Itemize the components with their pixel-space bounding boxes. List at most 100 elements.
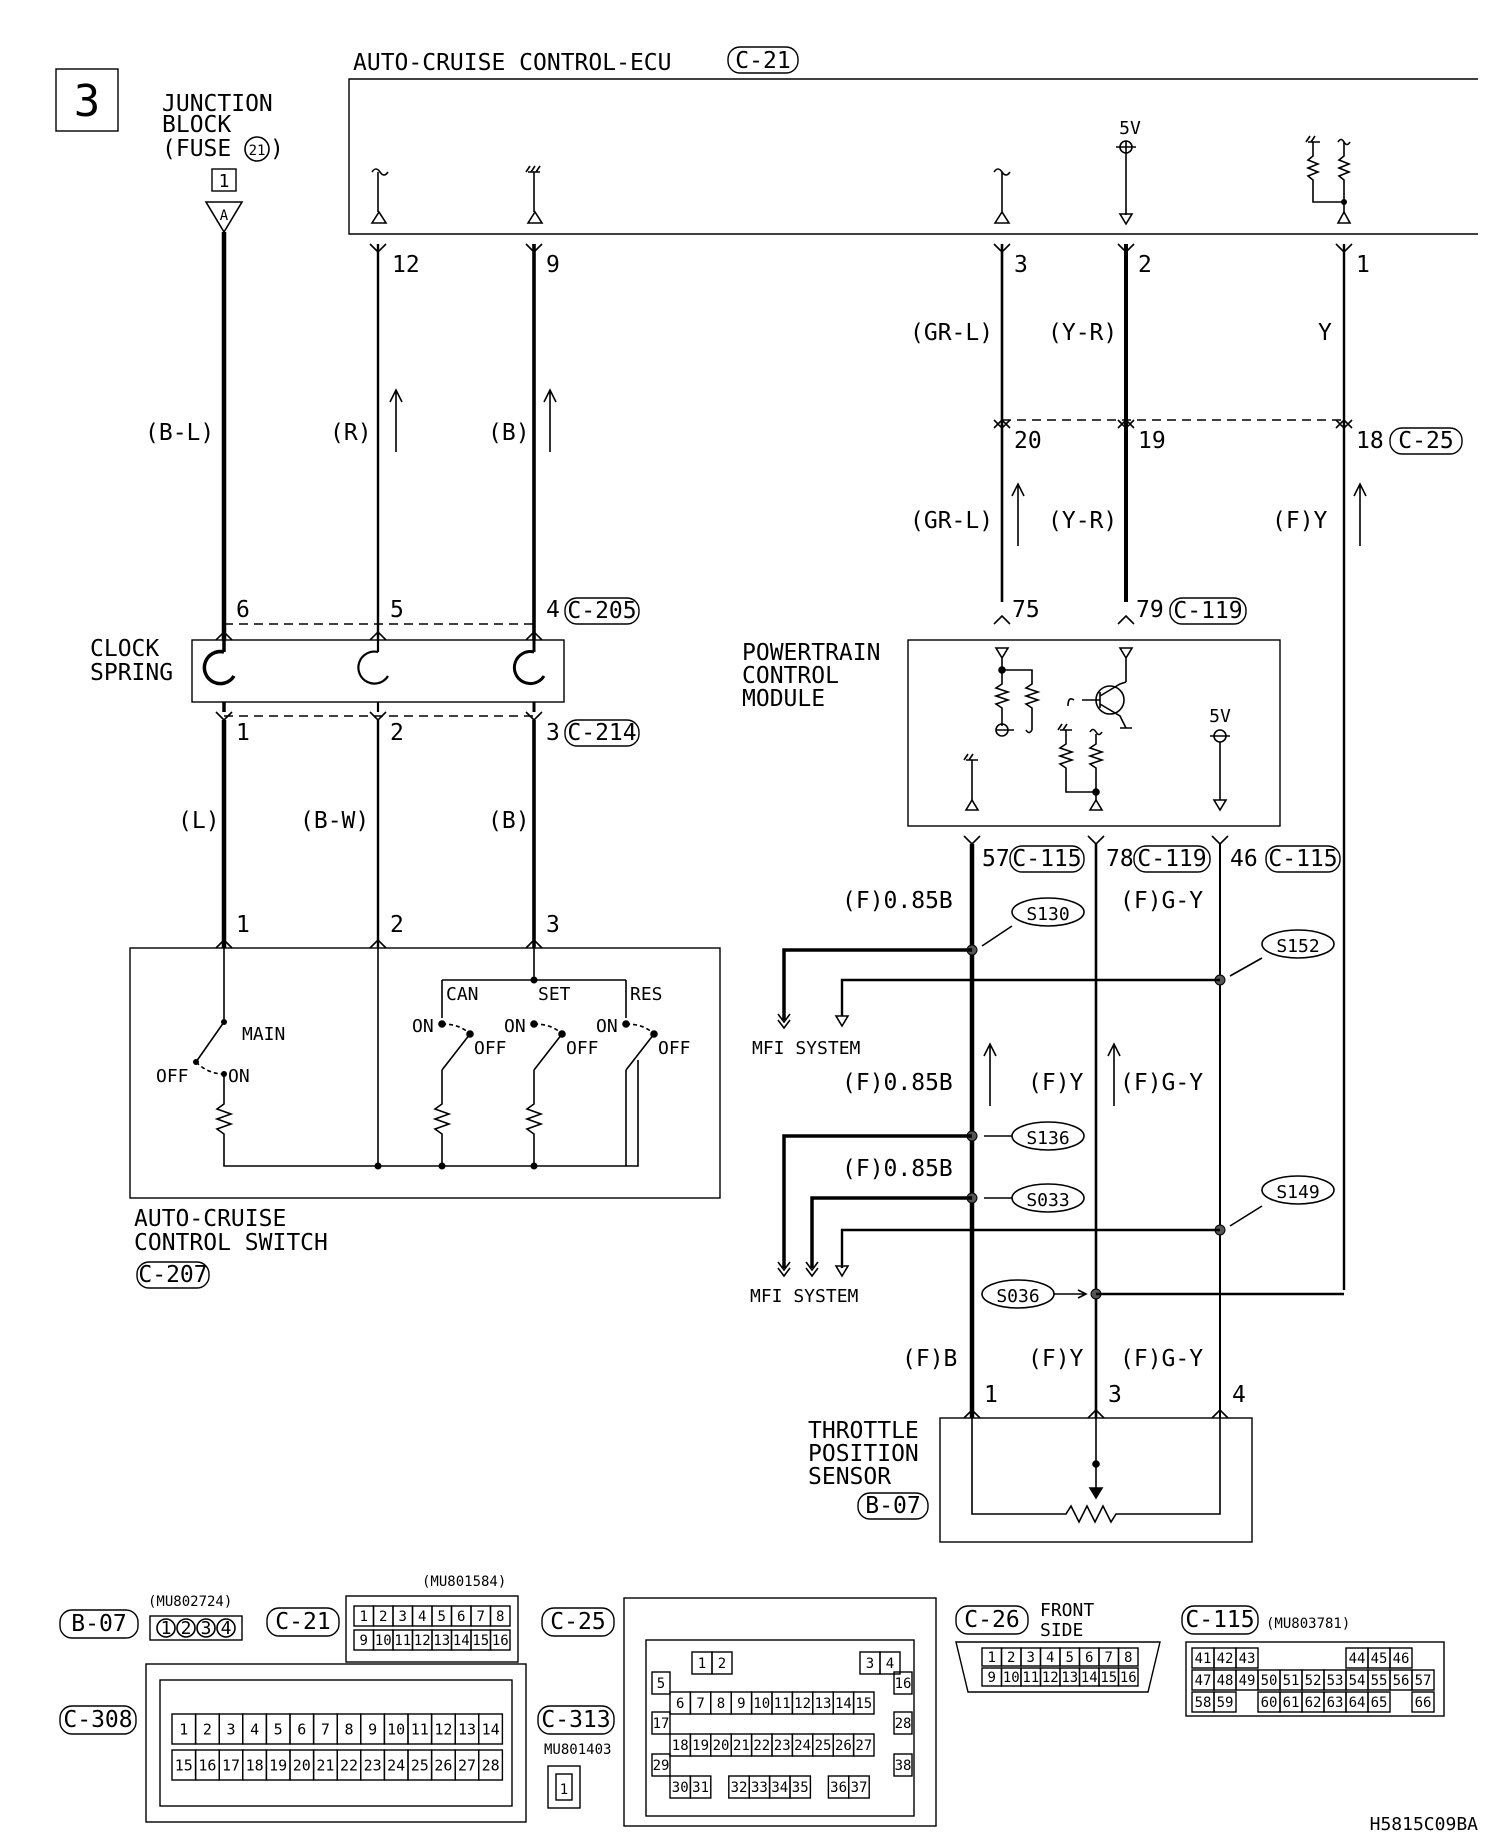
- c21-pin: 5: [438, 1609, 446, 1625]
- c25-pin: 15: [855, 1696, 872, 1712]
- wire-bw: (B-W): [300, 808, 369, 834]
- splice-s033: S033: [1026, 1190, 1069, 1211]
- c25-pin: 4: [886, 1656, 894, 1672]
- c25-cell: [711, 1651, 733, 1675]
- switch-can: CAN: [446, 984, 479, 1005]
- wire-fb: (F)B: [902, 1346, 957, 1372]
- c115-pin: 64: [1349, 1695, 1366, 1711]
- page-number: 3: [74, 76, 101, 127]
- wire-fgy3: (F)G-Y: [1120, 1346, 1203, 1372]
- b07-pin-4: 4: [221, 1618, 232, 1639]
- splice-s152: S152: [1276, 936, 1319, 957]
- c308-pin: 6: [297, 1720, 306, 1738]
- c26-pin: 2: [1007, 1650, 1015, 1666]
- c26-pin: 7: [1105, 1650, 1113, 1666]
- switch-can-on: ON: [412, 1016, 434, 1037]
- c26-pin: 13: [1061, 1670, 1078, 1686]
- c308-pin: 3: [226, 1720, 235, 1738]
- pcm-pin-78-conn: C-119: [1137, 846, 1206, 872]
- switch-res: RES: [630, 984, 663, 1005]
- c214-pin-1: 1: [236, 720, 250, 746]
- c308-pin: 8: [344, 1720, 353, 1738]
- c205-pin-4: 4: [546, 597, 560, 623]
- pcm-pin-57: 57: [982, 846, 1010, 872]
- mfi-system-1: MFI SYSTEM: [752, 1038, 861, 1059]
- wire-fgy1: (F)G-Y: [1120, 888, 1203, 914]
- c25-pin-20: 20: [1014, 428, 1042, 454]
- c308-pin: 4: [250, 1720, 259, 1738]
- c25-pin: 10: [753, 1696, 770, 1712]
- c26-pin: 5: [1066, 1650, 1074, 1666]
- c25-pin-19: 19: [1138, 428, 1166, 454]
- c308-pin: 17: [222, 1756, 240, 1774]
- c26-pin: 6: [1085, 1650, 1093, 1666]
- wire-f085b1: (F)0.85B: [842, 888, 953, 914]
- junction-pin-box: [211, 168, 237, 192]
- switch-res-off: OFF: [658, 1038, 691, 1059]
- c119-pin-79: 79: [1136, 597, 1164, 623]
- c115-face-id: C-115: [1185, 1607, 1254, 1633]
- ecu-pin-9: 9: [546, 252, 560, 278]
- c25-pin: 6: [676, 1696, 684, 1712]
- c25-pin: 28: [895, 1716, 912, 1732]
- c308-pin: 9: [368, 1720, 377, 1738]
- c115-pin: 56: [1393, 1673, 1410, 1689]
- c115-pin: 43: [1239, 1651, 1256, 1667]
- c25-pin: 14: [835, 1696, 852, 1712]
- c115-pin: 50: [1261, 1673, 1278, 1689]
- wire-r: (R): [330, 420, 372, 446]
- c21-id: C-21: [275, 1609, 330, 1635]
- c115-pin: 42: [1217, 1651, 1234, 1667]
- wire-b2: (B): [488, 808, 530, 834]
- c115-cell: [1235, 1647, 1259, 1669]
- c308-pin: 12: [434, 1720, 452, 1738]
- ecu-conn-badge: [727, 46, 799, 74]
- c119-conn: C-119: [1173, 598, 1242, 624]
- wire-y: Y: [1318, 320, 1332, 346]
- c308-pin: 23: [364, 1756, 382, 1774]
- c25-pin: 25: [815, 1738, 832, 1754]
- c25-pin: 31: [692, 1780, 709, 1796]
- switch-set: SET: [538, 984, 571, 1005]
- pcm-line3: MODULE: [742, 686, 825, 712]
- wire-f085b3: (F)0.85B: [842, 1156, 953, 1182]
- c308-pin: 13: [458, 1720, 476, 1738]
- clock-spring-line1: CLOCK: [90, 636, 159, 662]
- c115-pin: 47: [1195, 1673, 1212, 1689]
- tps-conn: B-07: [865, 1493, 920, 1519]
- c115-cell: [1367, 1691, 1391, 1713]
- sw-pin-3: 3: [546, 912, 560, 938]
- c26-side: SIDE: [1040, 1620, 1083, 1641]
- sw-pin-1: 1: [236, 912, 250, 938]
- c25-cell: [651, 1753, 671, 1777]
- c308-pin: 27: [458, 1756, 476, 1774]
- mfi-system-2: MFI SYSTEM: [750, 1286, 859, 1307]
- c26-id: C-26: [964, 1607, 1019, 1633]
- c115-pin: 65: [1371, 1695, 1388, 1711]
- wire-fgy2: (F)G-Y: [1120, 1070, 1203, 1096]
- clock-spring-line2: SPRING: [90, 660, 173, 686]
- connector-b07: B-07 (MU802724) 1 2 3 4: [59, 1594, 243, 1641]
- c25-cell: [848, 1775, 870, 1799]
- c308-pin: 7: [321, 1720, 330, 1738]
- auto-cruise-switch: AUTO-CRUISE CONTROL SWITCH C-207 MAIN OF…: [129, 947, 721, 1289]
- wire-grl1: (GR-L): [910, 320, 993, 346]
- c308-pin: 5: [274, 1720, 283, 1738]
- wire-fy3: (F)Y: [1028, 1346, 1084, 1372]
- c25-cell: [651, 1711, 671, 1735]
- c21-pin: 3: [399, 1609, 407, 1625]
- c25-cell: [689, 1775, 712, 1799]
- c25-pin: 12: [794, 1696, 811, 1712]
- c25-cell: [852, 1691, 875, 1715]
- c25-cell: [893, 1671, 913, 1695]
- c25-cell: [879, 1651, 901, 1675]
- c25-pin: 2: [718, 1656, 726, 1672]
- switch-line1: AUTO-CRUISE: [134, 1206, 286, 1232]
- connector-c313: C-313 MU801403 1: [537, 1705, 615, 1809]
- c25-pin: 34: [771, 1780, 788, 1796]
- ecu-pin-12: 12: [392, 252, 420, 278]
- c205-conn: C-205: [567, 598, 636, 624]
- c25-pin: 8: [717, 1696, 725, 1712]
